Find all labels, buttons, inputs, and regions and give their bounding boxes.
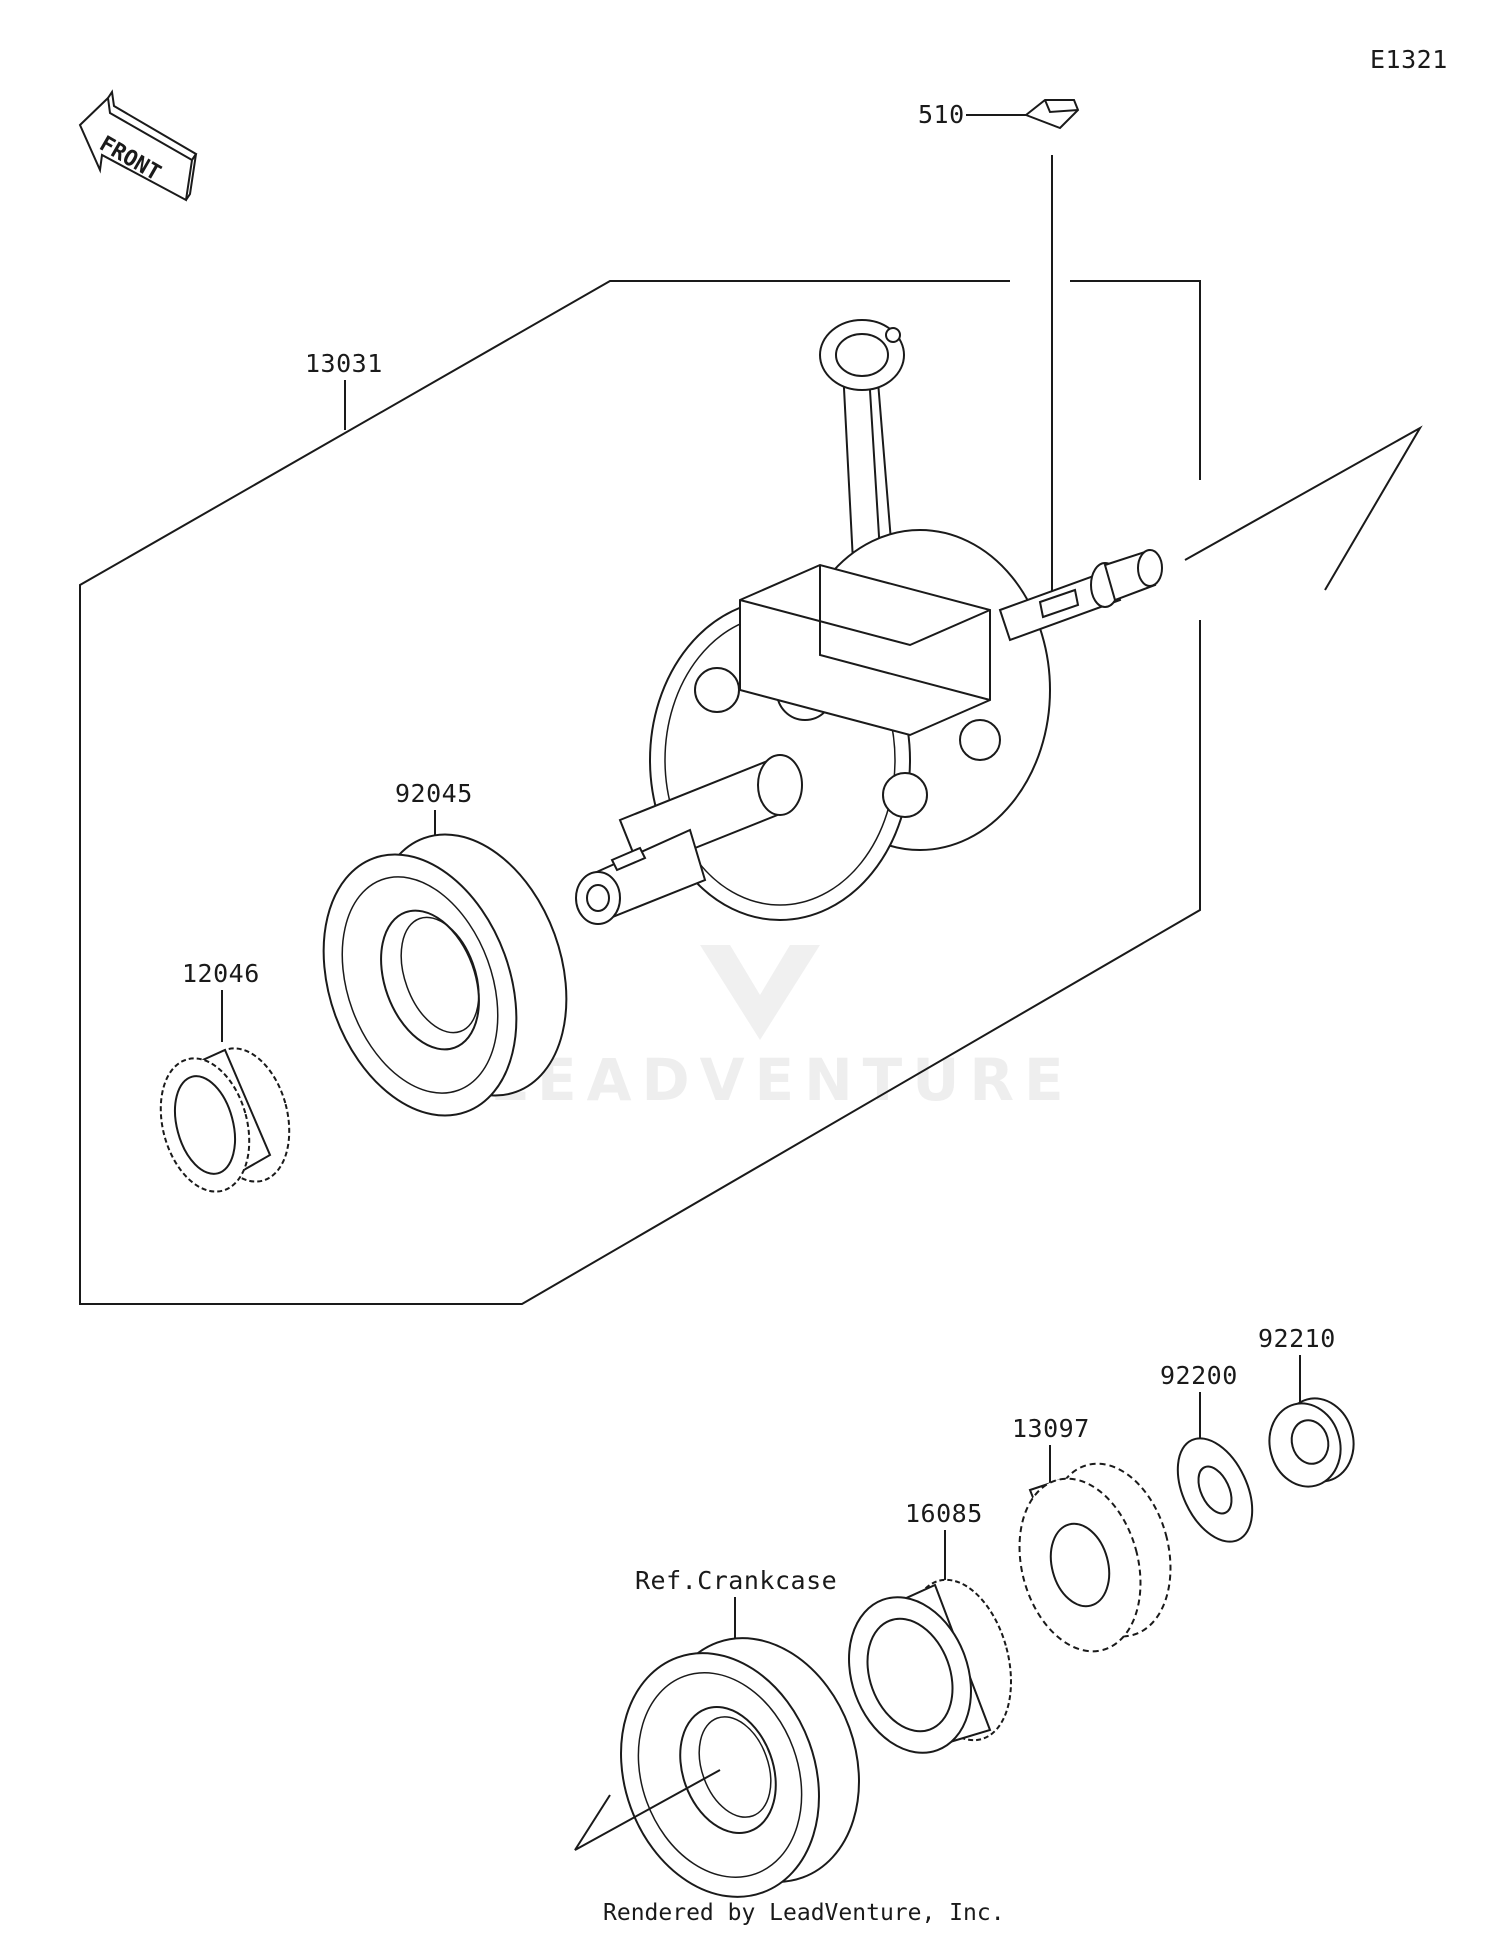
shaft-axis bbox=[1184, 425, 1423, 591]
watermark: LEADVENTURE bbox=[490, 945, 1074, 1114]
part-13097-gear: 13097 bbox=[1012, 1414, 1172, 1653]
part-16085-gear: 16085 bbox=[848, 1499, 1012, 1754]
part-92045-bearing: 92045 bbox=[322, 779, 568, 1117]
diagram-code: E1321 bbox=[1370, 45, 1448, 74]
front-arrow-icon: FRONT bbox=[78, 89, 198, 202]
label-13097: 13097 bbox=[1012, 1414, 1090, 1443]
label-92045: 92045 bbox=[395, 779, 473, 808]
label-92200: 92200 bbox=[1160, 1361, 1238, 1390]
watermark-logo-icon bbox=[700, 945, 820, 1040]
assembly-bracket-13031: 13031 bbox=[79, 280, 1201, 1305]
part-92200-washer: 92200 bbox=[1160, 1361, 1254, 1543]
crankshaft bbox=[575, 319, 1163, 925]
watermark-text: LEADVENTURE bbox=[490, 1046, 1074, 1114]
part-510-key: 510 bbox=[918, 99, 1080, 600]
label-12046: 12046 bbox=[182, 959, 260, 988]
part-12046-gear: 12046 bbox=[159, 959, 291, 1193]
label-16085: 16085 bbox=[905, 1499, 983, 1528]
footer-credit: Rendered by LeadVenture, Inc. bbox=[603, 1900, 1005, 1926]
label-ref-crankcase: Ref.Crankcase bbox=[635, 1566, 837, 1595]
label-13031: 13031 bbox=[305, 349, 383, 378]
label-510: 510 bbox=[918, 100, 965, 129]
label-92210: 92210 bbox=[1258, 1324, 1336, 1353]
part-92210-nut: 92210 bbox=[1258, 1324, 1355, 1488]
part-ref-crankcase-bearing: Ref.Crankcase bbox=[574, 1566, 860, 1898]
